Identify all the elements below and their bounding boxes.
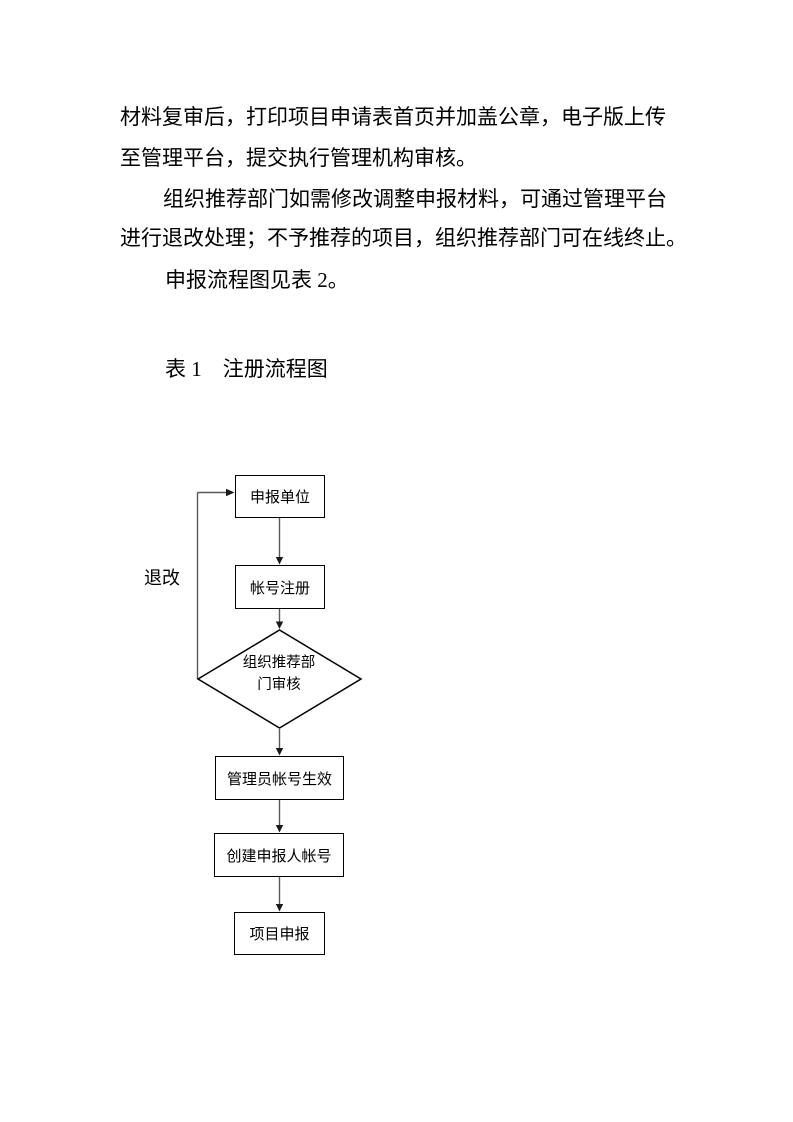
flowchart-node-dept-review-label: 组织推荐部 门审核 [199,652,359,696]
flowchart-node-declaring-unit: 申报单位 [235,475,325,518]
arrowhead-2 [275,621,284,629]
dept-review-label-line-2: 门审核 [257,677,301,693]
table-caption: 表 1 注册流程图 [165,357,328,381]
body-line-4: 进行退改处理；不予推荐的项目，组织推荐部门可在线终止。 [120,226,687,250]
arrowhead-1 [275,557,284,565]
arrowhead-4 [275,825,284,833]
flowchart-node-admin-active: 管理员帐号生效 [215,756,344,800]
body-line-1: 材料复审后，打印项目申请表首页并加盖公章，电子版上传 [120,105,666,129]
flowchart-node-account-register: 帐号注册 [235,565,325,609]
edge-label-return-modify: 退改 [144,568,180,588]
body-line-5: 申报流程图见表 2。 [165,268,349,292]
flowchart-node-create-applicant: 创建申报人帐号 [214,833,344,877]
arrowhead-3 [275,748,284,756]
dept-review-label-line-1: 组织推荐部 [242,655,316,671]
arrowhead-5 [275,904,284,912]
arrowhead-into-declaring-unit [226,488,235,497]
body-line-2: 至管理平台，提交执行管理机构审核。 [120,146,477,170]
flowchart-node-dept-review-shape [196,629,363,729]
flowchart-node-project-declare: 项目申报 [234,912,325,955]
body-line-3: 组织推荐部门如需修改调整申报材料，可通过管理平台 [163,187,667,211]
